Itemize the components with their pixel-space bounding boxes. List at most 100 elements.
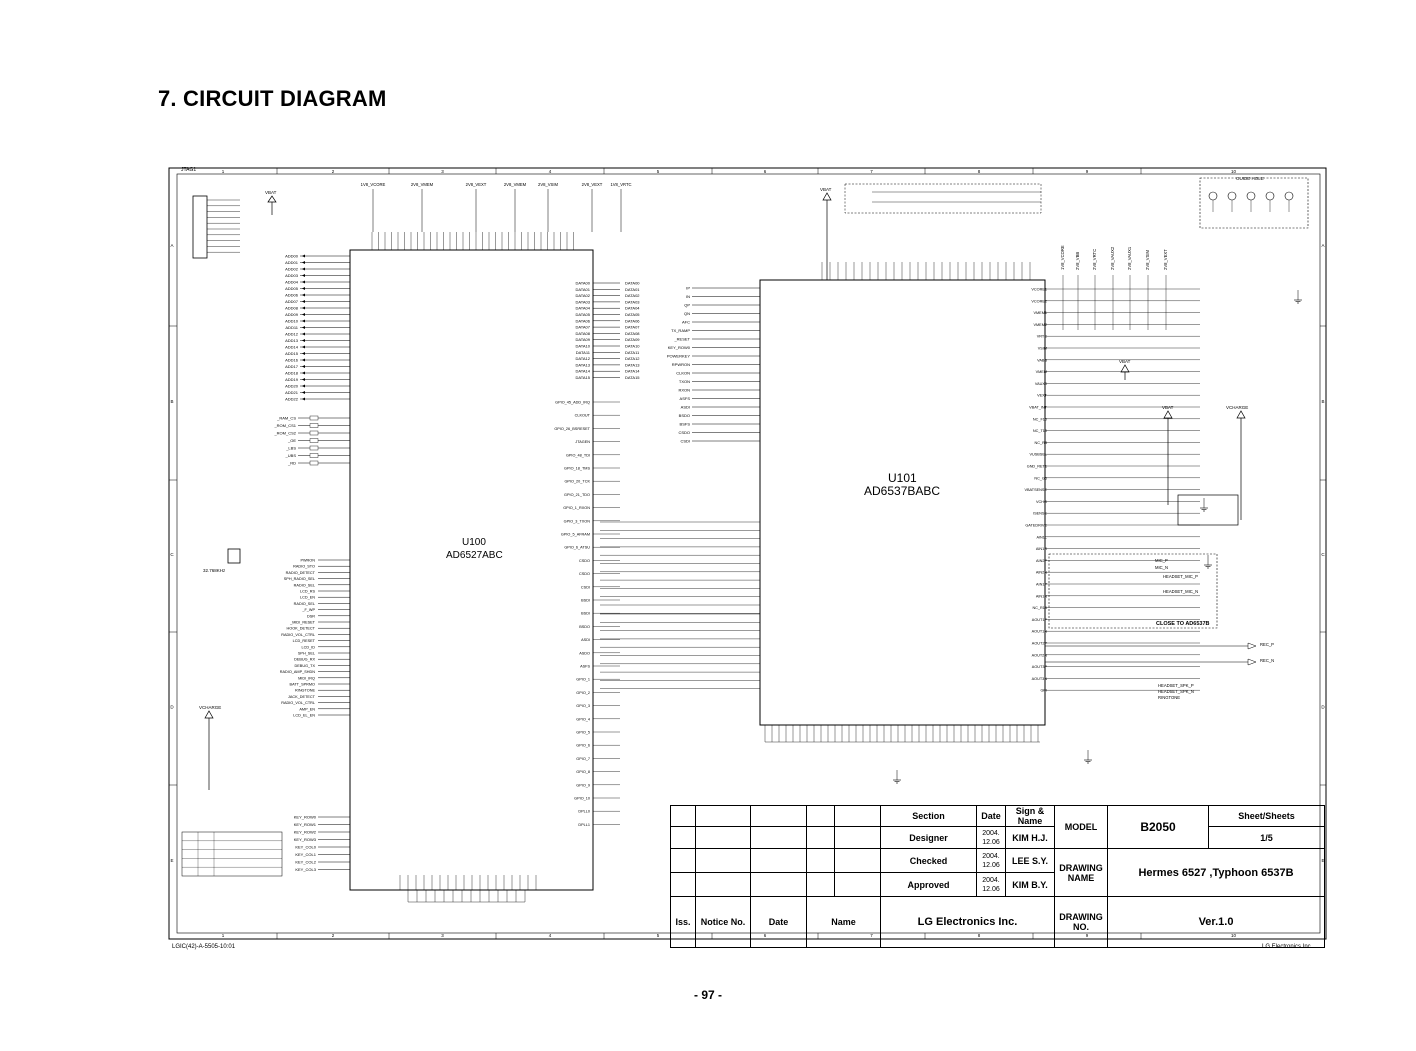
column-marker: 10 xyxy=(1231,169,1237,174)
memory-control-label: _ROM_CS2 xyxy=(273,431,296,436)
ground-symbols xyxy=(893,290,1302,784)
bus-arrow xyxy=(302,365,305,368)
row-marker: B xyxy=(1321,399,1324,404)
data-line-label: DATA10 xyxy=(625,344,640,349)
signal-label: RADIO_VOL_CTRL xyxy=(281,701,315,705)
pin-label: AOUT3N xyxy=(1032,677,1048,681)
audio-net-label: HEADSET_MIC_N xyxy=(1163,589,1198,594)
address-line-label: ADD21 xyxy=(285,390,299,395)
address-line-label: ADD03 xyxy=(285,273,299,278)
guide-hole xyxy=(1265,191,1275,201)
address-line-label: ADD12 xyxy=(285,332,299,337)
data-line-label: DATA15 xyxy=(625,375,640,380)
data-line-label: DATA01 xyxy=(575,287,590,292)
bus-arrow xyxy=(302,371,305,375)
jtag-connector xyxy=(192,195,208,259)
column-marker: 3 xyxy=(441,169,444,174)
memory-control-label: _UBS xyxy=(285,453,297,458)
data-line-label: DATA13 xyxy=(625,362,640,367)
bus-arrow xyxy=(302,300,305,303)
pin-label: BSDI xyxy=(581,612,590,616)
row-marker: D xyxy=(170,705,174,710)
pin-label: VEXT xyxy=(1037,394,1048,398)
vcharge-symbol-left: VCHARGE xyxy=(199,705,221,790)
pin-label: AOUT1N xyxy=(1032,630,1048,634)
power-rail-label: 2V8_VMEM xyxy=(411,182,434,187)
pin-label: IN xyxy=(686,294,690,299)
test-point xyxy=(309,430,319,436)
tb-sheet-label: Sheet/Sheets xyxy=(1208,805,1325,827)
pin-label: AOUT2P xyxy=(1032,642,1048,646)
bus-arrow xyxy=(302,397,305,401)
pin-label: GPIO_2 xyxy=(576,691,590,695)
pin-label: GPIO_21_TDO xyxy=(564,493,590,497)
bus-arrow xyxy=(302,358,305,362)
svg-text:VBAT: VBAT xyxy=(265,190,277,195)
bus-arrow xyxy=(302,280,305,284)
signal-label: RADIO_VOL_CTRL xyxy=(281,633,315,637)
data-line-label: DATA03 xyxy=(625,299,640,304)
signal-label: RADIO_SEL xyxy=(294,602,315,606)
svg-text:VBAT: VBAT xyxy=(820,187,832,192)
pin-label: CLKOUT xyxy=(575,414,591,418)
data-line-label: DATA08 xyxy=(625,331,640,336)
pin-label: AFC xyxy=(682,320,690,325)
audio-net-label: MIC_P xyxy=(1155,558,1168,563)
vbat-symbol-mid: VBAT xyxy=(820,187,832,280)
signal-label: JACK_DETECT xyxy=(288,695,316,699)
data-line-label: DATA11 xyxy=(625,350,640,355)
keypad-label: KEY_ROW1 xyxy=(294,822,317,827)
audio-net-label: HEADSET_MIC_P xyxy=(1163,574,1198,579)
test-point xyxy=(309,438,319,443)
test-point xyxy=(309,423,319,428)
audio-filter-box xyxy=(1048,553,1218,629)
pin-label: VCORE2 xyxy=(1031,299,1047,303)
signal-label: LCD_ID xyxy=(301,645,315,649)
pin-label: GPIO_3_TXON xyxy=(564,519,591,523)
bus-arrow xyxy=(302,287,305,290)
power-rail-label: 2V8_VBB xyxy=(1075,252,1080,270)
charger-ic xyxy=(1177,494,1239,526)
tb-signname-head: Sign & Name xyxy=(1005,805,1055,827)
address-line-label: ADD07 xyxy=(285,299,299,304)
bus-arrow xyxy=(302,378,305,381)
config-table xyxy=(844,183,1042,214)
power-rail-label: 1V8_VCORE xyxy=(361,182,386,187)
signal-label: LCD_EN xyxy=(300,596,315,600)
row-marker: C xyxy=(1321,552,1325,557)
pin-label: IP xyxy=(686,286,690,291)
audio-net-label: REC_N xyxy=(1260,658,1274,663)
address-line-label: ADD13 xyxy=(285,338,299,343)
pin-label: GPIO_1_RXON xyxy=(563,506,590,510)
audio-net-label: MIC_N xyxy=(1155,565,1168,570)
data-line-label: DATA15 xyxy=(575,375,590,380)
column-marker: 7 xyxy=(870,169,873,174)
power-rail-label: 2V8_VSIM xyxy=(1145,249,1150,270)
tb-approved-name: KIM B.Y. xyxy=(1005,872,1055,897)
power-rail-label: 2V8_VAUX2 xyxy=(1110,246,1115,270)
bus-arrow xyxy=(302,319,305,323)
page-heading: 7. CIRCUIT DIAGRAM xyxy=(158,86,387,111)
data-line-label: DATA07 xyxy=(625,325,640,330)
power-rail-label: 2V8_VEXT xyxy=(466,182,487,187)
power-rail-label: 2V8_VAUX1 xyxy=(1127,246,1132,270)
address-line-label: ADD05 xyxy=(285,286,299,291)
signal-label: MIDI_IRQ xyxy=(298,676,315,680)
pin-label: VMEM2 xyxy=(1033,323,1047,327)
pin-label: CSDO xyxy=(579,559,590,563)
sheet-tag: JTAG1 xyxy=(181,167,196,173)
pin-label: DPLL1 xyxy=(578,823,590,827)
guide-hole xyxy=(1208,191,1218,201)
pin-label: AIN1R xyxy=(1036,547,1047,551)
svg-text:VBAT: VBAT xyxy=(1119,359,1131,364)
page-number: - 97 - xyxy=(693,988,722,1002)
u101-audio-nets: REC_PREC_NMIC_PMIC_NHEADSET_MIC_PHEADSET… xyxy=(1045,558,1274,700)
keypad-label: KEY_COL2 xyxy=(295,860,316,865)
footer-left: LGIC(42)-A-5505-10:01 xyxy=(172,944,236,950)
row-marker: E xyxy=(170,858,173,863)
pin-label: AIN2N xyxy=(1036,571,1047,575)
pin-label: VCHG xyxy=(1036,500,1047,504)
pin-label: KEY_ROW0 xyxy=(668,345,691,350)
